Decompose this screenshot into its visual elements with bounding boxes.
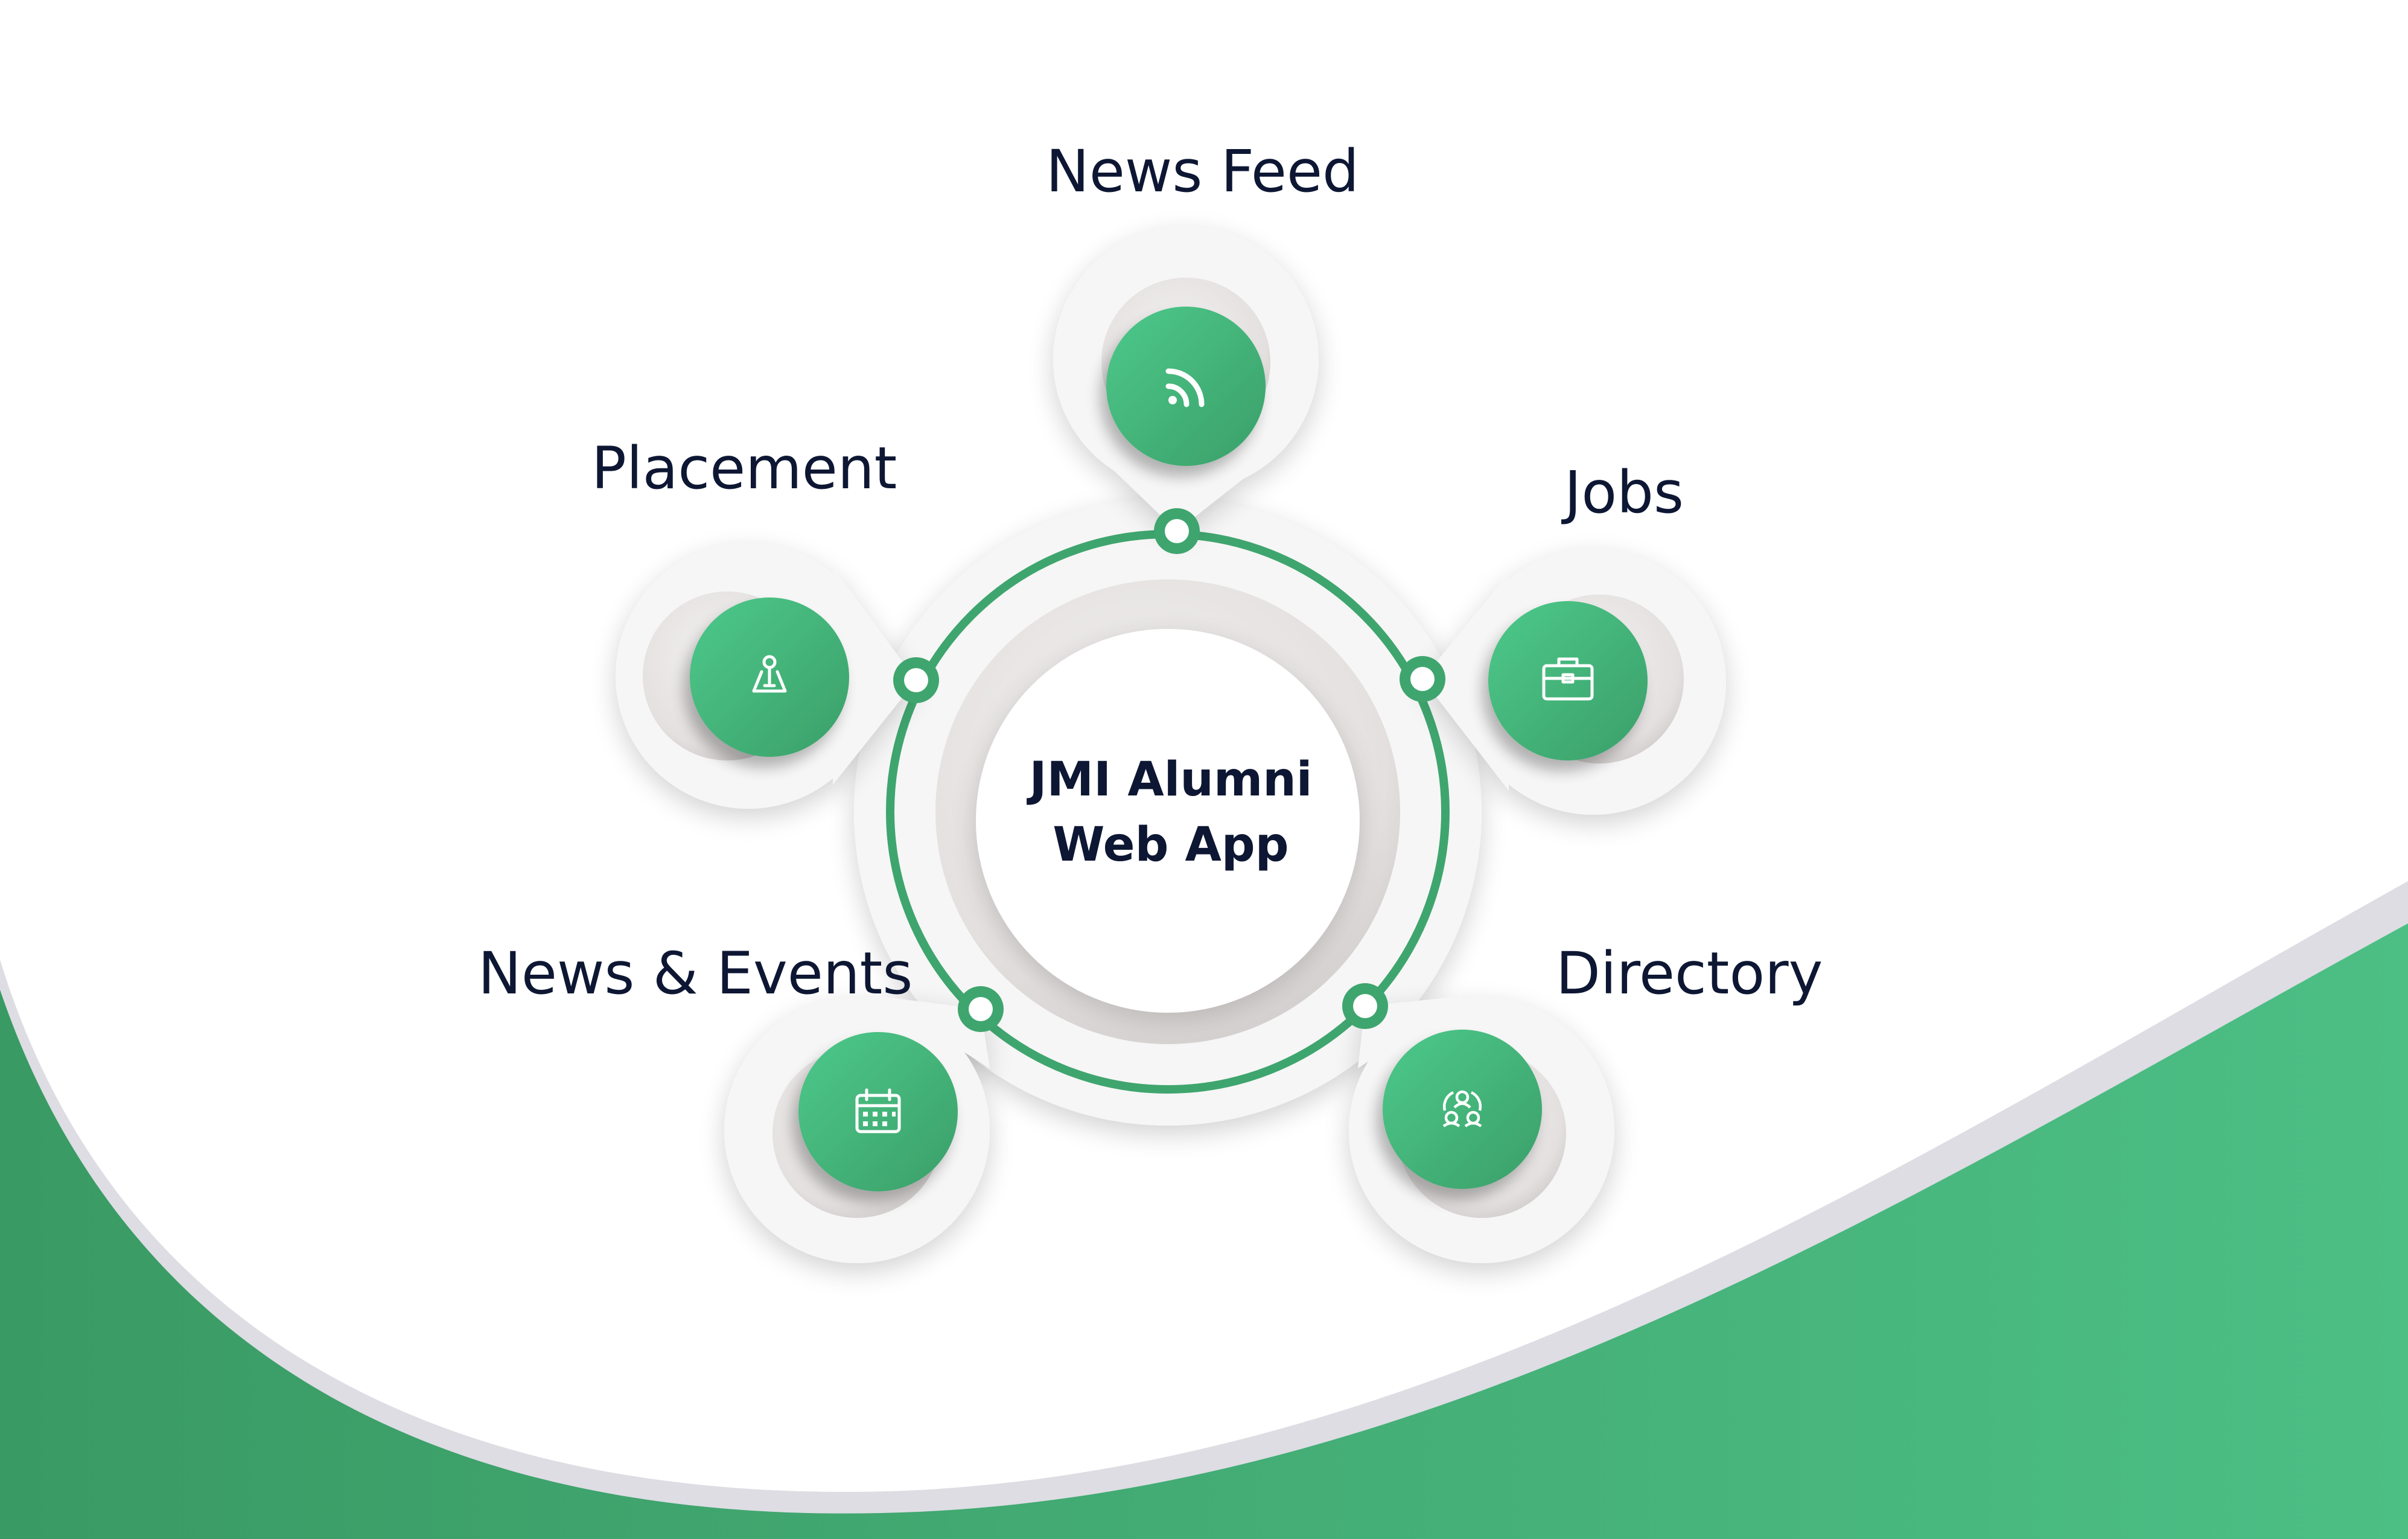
directory-button xyxy=(1383,1030,1542,1189)
center-title-line1: JMI Alumni xyxy=(1029,753,1313,807)
node-directory[interactable] xyxy=(1342,983,1614,1263)
node-news-feed[interactable] xyxy=(1053,226,1319,554)
rss-icon xyxy=(1165,368,1205,407)
news-feed-button xyxy=(1106,307,1266,466)
label-directory: Directory xyxy=(1556,940,1823,1007)
news-events-button xyxy=(798,1032,958,1191)
node-news-events[interactable] xyxy=(724,986,1004,1263)
node-placement[interactable] xyxy=(616,543,939,809)
location-pin-icon xyxy=(752,655,787,693)
label-news-events: News & Events xyxy=(478,940,913,1007)
label-news-feed: News Feed xyxy=(1046,138,1359,205)
people-network-icon xyxy=(1442,1090,1482,1127)
label-jobs: Jobs xyxy=(1564,459,1684,526)
center-title: JMI Alumni Web App xyxy=(929,747,1412,878)
label-placement: Placement xyxy=(591,435,897,502)
center-title-line2: Web App xyxy=(1053,818,1289,872)
central-hub xyxy=(854,498,1482,1126)
node-jobs[interactable] xyxy=(1400,549,1726,815)
background-wave xyxy=(0,881,2408,1539)
briefcase-icon xyxy=(1542,657,1594,701)
calendar-icon xyxy=(855,1088,901,1133)
